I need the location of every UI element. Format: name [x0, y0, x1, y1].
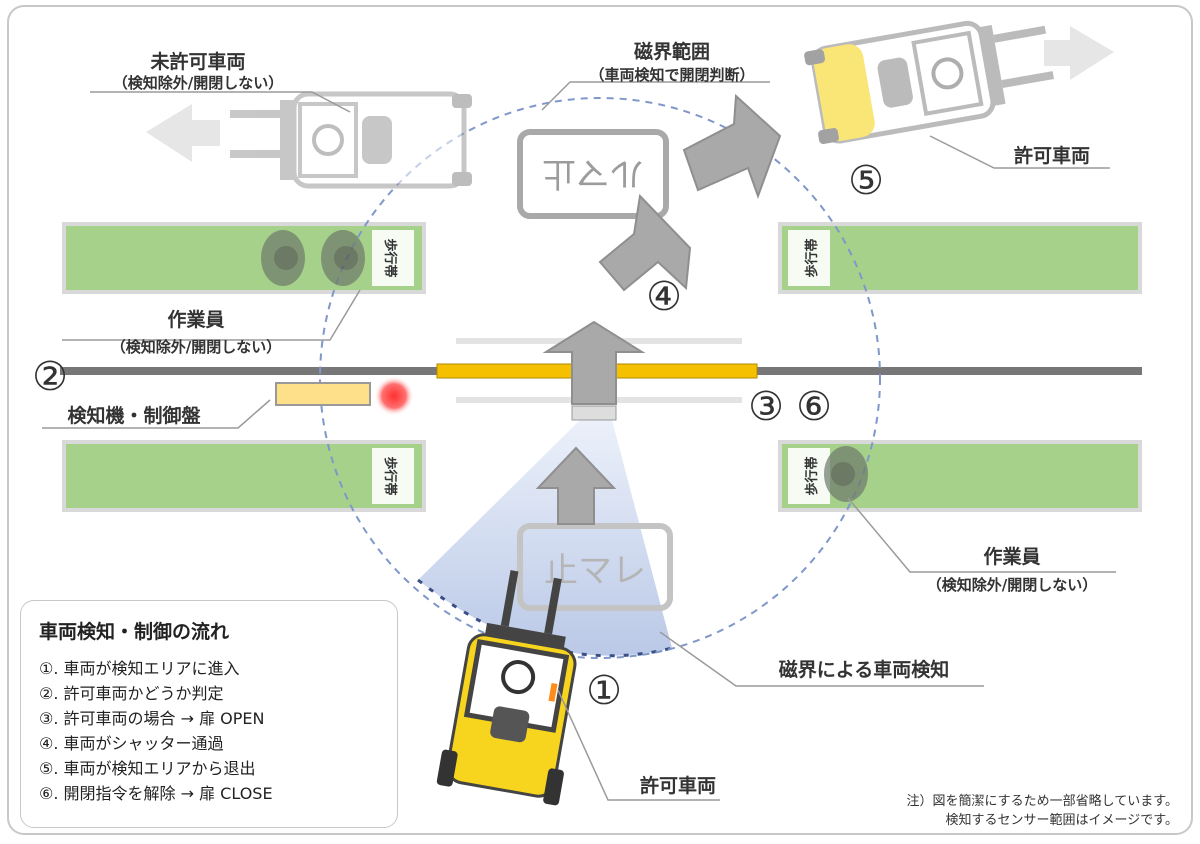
flow-step: ②. 許可車両かどうか判定 [39, 684, 224, 703]
label-detector-panel: 検知機・制御盤 [67, 404, 201, 427]
arrow-diagonal-mid [598, 193, 692, 292]
label-unauthorized-vehicle-sub: （検知除外/開閉しない） [113, 74, 283, 92]
label-worker-left-sub: （検知除外/開閉しない） [111, 338, 281, 356]
label-magnetic-detection: 磁界による車両検知 [779, 658, 949, 681]
flow-step: ③. 許可車両の場合 → 扉 OPEN [39, 709, 265, 728]
arrow-diagonal-top [682, 93, 782, 199]
flow-step: ①. 車両が検知エリアに進入 [39, 659, 240, 678]
walkway-top-right: 歩行帯 [778, 222, 1142, 294]
forklift-unauthorized [230, 91, 472, 189]
worker-top-left-1 [261, 230, 305, 286]
flow-step-list: ①. 車両が検知エリアに進入 ②. 許可車両かどうか判定 ③. 許可車両の場合 … [39, 656, 379, 806]
warning-lamp [374, 376, 414, 416]
label-unauthorized-vehicle: 未許可車両 [149, 50, 245, 73]
label-worker-right-sub: （検知除外/開閉しない） [927, 576, 1097, 594]
flow-step: ⑥. 開閉指令を解除 → 扉 CLOSE [39, 784, 273, 803]
footnote-line: 注）図を簡潔にするため一部省略しています。 [906, 794, 1178, 809]
flow-step: ④. 車両がシャッター通過 [39, 734, 224, 753]
step-number-3: ③ [748, 384, 784, 430]
worker-top-left-2 [321, 230, 365, 286]
road-marking-top: ルマ止 [517, 129, 669, 219]
footnote-line: 検知するセンサー範囲はイメージです。 [945, 813, 1178, 828]
footnote: 注）図を簡潔にするため一部省略しています。 検知するセンサー範囲はイメージです。 [907, 792, 1178, 830]
flow-step: ⑤. 車両が検知エリアから退出 [39, 759, 256, 778]
outer-frame [7, 5, 1193, 835]
arrow-right-exit [1044, 26, 1114, 80]
label-worker-right: 作業員 [983, 545, 1040, 568]
label-authorized-vehicle-bottom: 許可車両 [640, 774, 716, 797]
leader-lines [42, 81, 1116, 801]
walkway-bottom-left: 歩行帯 [62, 440, 426, 512]
walkway-label: 歩行帯 [804, 456, 820, 495]
road-marking-bottom: 止マレ [517, 523, 673, 611]
label-worker-left: 作業員 [167, 308, 224, 331]
sensor-head [571, 405, 617, 421]
walkway-label: 歩行帯 [804, 238, 820, 277]
label-authorized-vehicle-top: 許可車両 [1014, 144, 1090, 167]
arrow-up-lower [535, 446, 617, 525]
forklift-authorized-exit [804, 20, 1055, 145]
label-magnetic-field: 磁界範囲 [634, 40, 710, 63]
flow-title: 車両検知・制御の流れ [39, 621, 230, 643]
step-number-5: ⑤ [848, 158, 884, 204]
walkway-label: 歩行帯 [382, 456, 398, 495]
forklift-authorized-enter [436, 570, 577, 806]
arrow-left-exit [146, 104, 220, 162]
walkway-top-left: 歩行帯 [62, 222, 426, 294]
flow-legend-box: 車両検知・制御の流れ ①. 車両が検知エリアに進入 ②. 許可車両かどうか判定 … [20, 600, 398, 828]
road-marking-bottom-text: 止マレ [544, 551, 646, 591]
label-magnetic-field-sub: （車両検知で開閉判断） [589, 66, 754, 84]
control-panel [275, 382, 371, 406]
walkway-label: 歩行帯 [382, 238, 398, 277]
road-marking-top-text: ルマ止 [542, 153, 644, 193]
magnetic-field-circle [319, 97, 881, 659]
arrow-up-shutter [542, 320, 646, 405]
worker-bottom-right [824, 446, 868, 502]
step-number-4: ④ [646, 274, 682, 320]
step-number-6: ⑥ [796, 384, 832, 430]
sensor-beam [418, 420, 672, 656]
step-number-1: ① [586, 668, 622, 714]
step-number-2: ② [32, 354, 68, 400]
